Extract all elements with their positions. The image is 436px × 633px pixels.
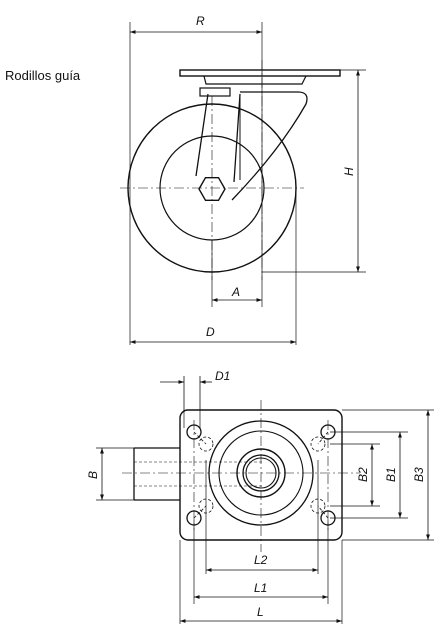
label-h: H: [342, 167, 356, 176]
label-b1: B1: [384, 467, 398, 482]
label-l: L: [257, 605, 264, 619]
fork-body: [231, 91, 308, 201]
label-b3: B3: [412, 467, 426, 482]
top-dimension-lines: [100, 376, 430, 623]
top-view: [96, 376, 434, 624]
label-l1: L1: [254, 581, 267, 595]
fork-leg: [195, 93, 241, 183]
label-l2: L2: [254, 553, 268, 567]
axle-nut: [198, 176, 226, 202]
slot-holes: [193, 431, 329, 519]
label-b: B: [86, 471, 100, 479]
caption-text: Rodillos guía: [5, 68, 81, 83]
top-extension-lines: [96, 409, 434, 624]
mounting-plate: [179, 69, 341, 77]
kingpin-bearing: [199, 87, 231, 97]
dimension-lines: [130, 30, 360, 344]
wheel-projection: [133, 447, 180, 501]
label-b2: B2: [356, 467, 370, 482]
label-r: R: [196, 14, 205, 28]
label-d: D: [206, 325, 215, 339]
top-center-lines: [122, 400, 360, 552]
center-lines: [120, 60, 304, 280]
label-d1: D1: [215, 369, 230, 383]
side-view: [120, 22, 366, 345]
label-a: A: [231, 285, 240, 299]
swivel-head: [203, 75, 307, 85]
